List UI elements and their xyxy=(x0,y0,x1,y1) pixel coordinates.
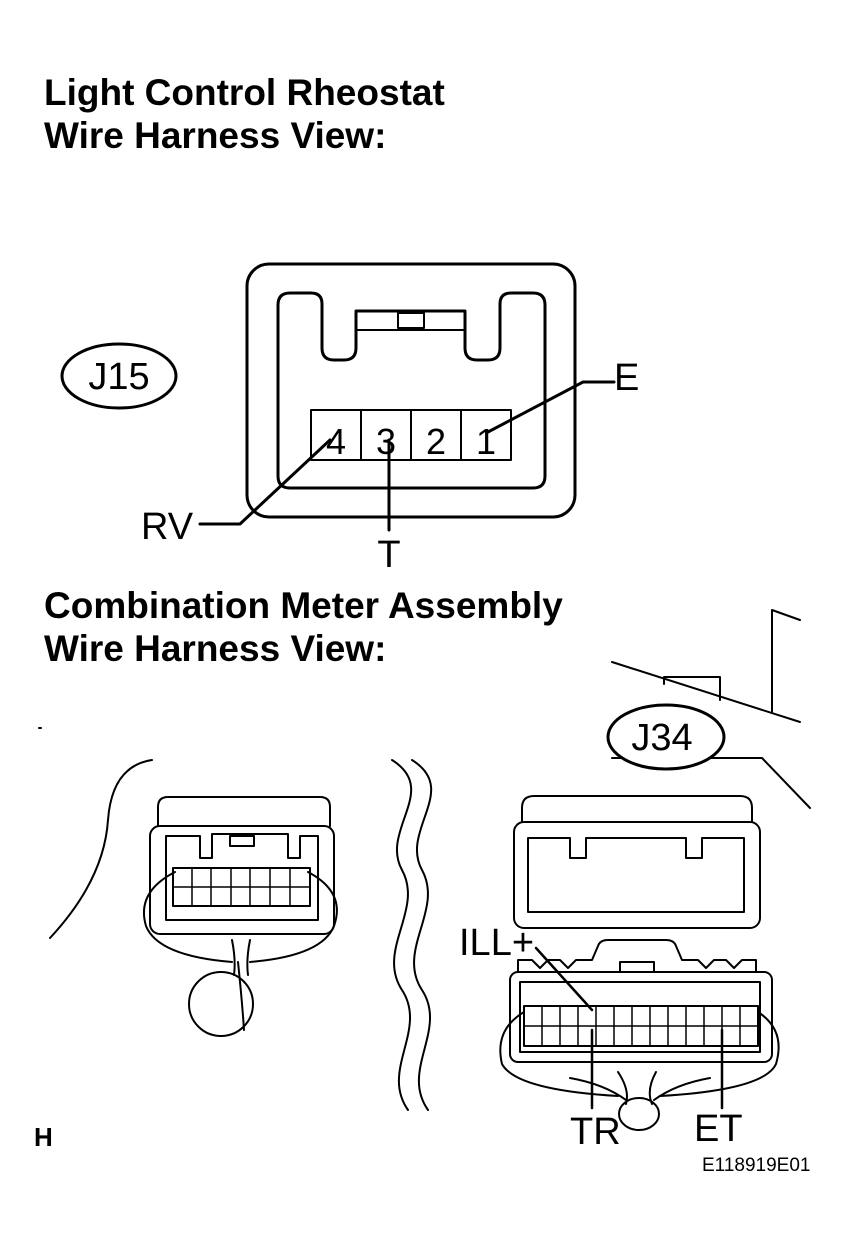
rheostat-connector-inner xyxy=(276,291,547,490)
rv-label: RV xyxy=(141,506,194,548)
j34-latch xyxy=(619,961,655,973)
break-line-left xyxy=(391,759,413,1111)
ill-leader-line xyxy=(534,946,594,1012)
tr-label: TR xyxy=(570,1111,621,1153)
rheostat-heading: Light Control Rheostat Wire Harness View… xyxy=(44,71,445,157)
left-wire-clamp xyxy=(188,971,254,1037)
rheostat-heading-line1: Light Control Rheostat xyxy=(44,72,445,113)
j34-wire-clamp xyxy=(618,1097,660,1131)
rheostat-pin-2: 2 xyxy=(426,421,446,462)
j15-id-ellipse xyxy=(60,342,178,410)
j34-connector-inner xyxy=(519,981,761,1053)
j34-wire-bundle xyxy=(569,1071,711,1105)
left-connector-body xyxy=(149,825,335,935)
rheostat-latch xyxy=(397,312,425,329)
left-connector-hood xyxy=(157,796,331,827)
left-wire-loop-left xyxy=(142,871,233,963)
j34-housing-hood xyxy=(521,795,753,823)
meter-heading-line1: Combination Meter Assembly xyxy=(44,585,563,626)
j34-connector-top xyxy=(517,939,757,973)
ill-label: ILL+ xyxy=(459,922,534,964)
j34-housing-key xyxy=(527,837,745,913)
rheostat-pin-1: 1 xyxy=(476,421,496,462)
left-wire-loop-right xyxy=(249,871,338,963)
meter-right-view xyxy=(499,609,811,1131)
rheostat-pin-3: 3 xyxy=(376,421,396,462)
t-label: T xyxy=(377,534,400,576)
rheostat-pin-4: 4 xyxy=(326,421,346,462)
left-wire-bundle xyxy=(231,939,251,1031)
meter-panel-edge-top xyxy=(771,609,801,713)
j34-id-ellipse xyxy=(606,703,726,771)
e-leader-line xyxy=(486,380,616,434)
rheostat-connector xyxy=(245,262,577,519)
view-letter: H xyxy=(34,1122,53,1152)
j15-id-label: J15 xyxy=(88,356,149,398)
et-label: ET xyxy=(694,1108,743,1150)
break-line-right xyxy=(411,759,433,1111)
j34-wire-loop-right xyxy=(659,1011,780,1097)
meter-panel-tab xyxy=(663,676,721,701)
rheostat-heading-line2: Wire Harness View: xyxy=(44,115,387,156)
left-connector-inner xyxy=(165,833,319,921)
j34-id-label: J34 xyxy=(631,717,692,759)
j34-wire-loop-left xyxy=(499,1011,619,1097)
j34-housing xyxy=(513,821,761,929)
left-panel-edge xyxy=(49,759,153,939)
meter-heading-line2: Wire Harness View: xyxy=(44,628,387,669)
rv-leader-line xyxy=(198,438,332,526)
figure-code: E118919E01 xyxy=(702,1155,810,1176)
rheostat-connector-outer xyxy=(245,262,577,519)
meter-heading: Combination Meter Assembly Wire Harness … xyxy=(44,584,563,670)
meter-panel-diagonal xyxy=(611,661,801,723)
e-label: E xyxy=(614,357,639,399)
left-latch xyxy=(229,835,255,847)
j34-connector-body xyxy=(509,971,773,1063)
meter-left-view xyxy=(38,727,338,1037)
